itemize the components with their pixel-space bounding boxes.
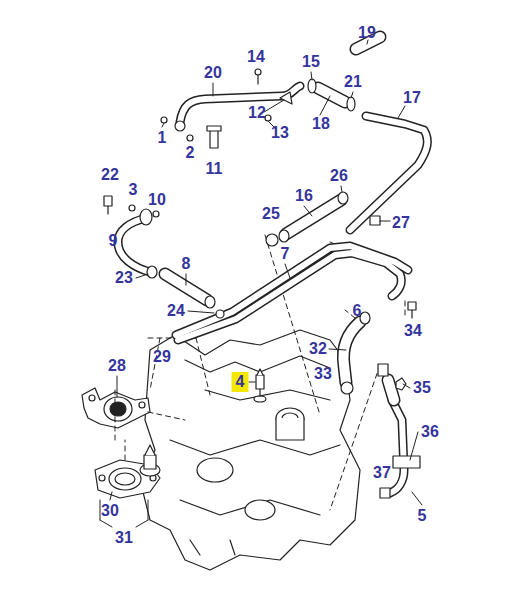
- callout-number: 2: [185, 144, 196, 162]
- callout-number: 16: [294, 187, 314, 205]
- callout-number: 3: [128, 181, 139, 199]
- callout-number: 19: [357, 24, 377, 42]
- callout-number: 21: [343, 73, 363, 91]
- callout-number: 36: [420, 423, 440, 441]
- callout-number: 7: [280, 245, 291, 263]
- callout-number: 37: [372, 464, 392, 482]
- callout-number: 23: [114, 269, 134, 287]
- callout-number: 22: [100, 166, 120, 184]
- callout-number: 14: [246, 48, 266, 66]
- callout-number: 12: [247, 104, 267, 122]
- callout-number: 18: [311, 115, 331, 133]
- callout-number: 9: [108, 232, 119, 250]
- callout-number: 10: [147, 191, 167, 209]
- callout-number: 34: [403, 322, 423, 340]
- callout-number: 26: [329, 167, 349, 185]
- callout-number: 8: [181, 255, 192, 273]
- callout-number: 24: [166, 302, 186, 320]
- callout-number: 29: [152, 348, 172, 366]
- callout-number: 32: [308, 340, 328, 358]
- callout-number: 1: [157, 129, 168, 147]
- callout-number: 31: [114, 529, 134, 547]
- callout-number: 28: [107, 357, 127, 375]
- callout-number: 20: [203, 64, 223, 82]
- callout-number: 35: [412, 379, 432, 397]
- callout-number: 4: [232, 372, 249, 392]
- callout-number: 6: [352, 302, 363, 320]
- callout-number: 13: [270, 124, 290, 142]
- callout-number: 25: [261, 205, 281, 223]
- callout-number: 11: [205, 160, 224, 178]
- callout-number: 5: [417, 507, 428, 525]
- callout-number: 27: [391, 214, 411, 232]
- callout-number: 17: [402, 89, 422, 107]
- callout-number: 33: [313, 365, 333, 383]
- callout-number: 15: [301, 53, 321, 71]
- callout-number: 30: [100, 502, 120, 520]
